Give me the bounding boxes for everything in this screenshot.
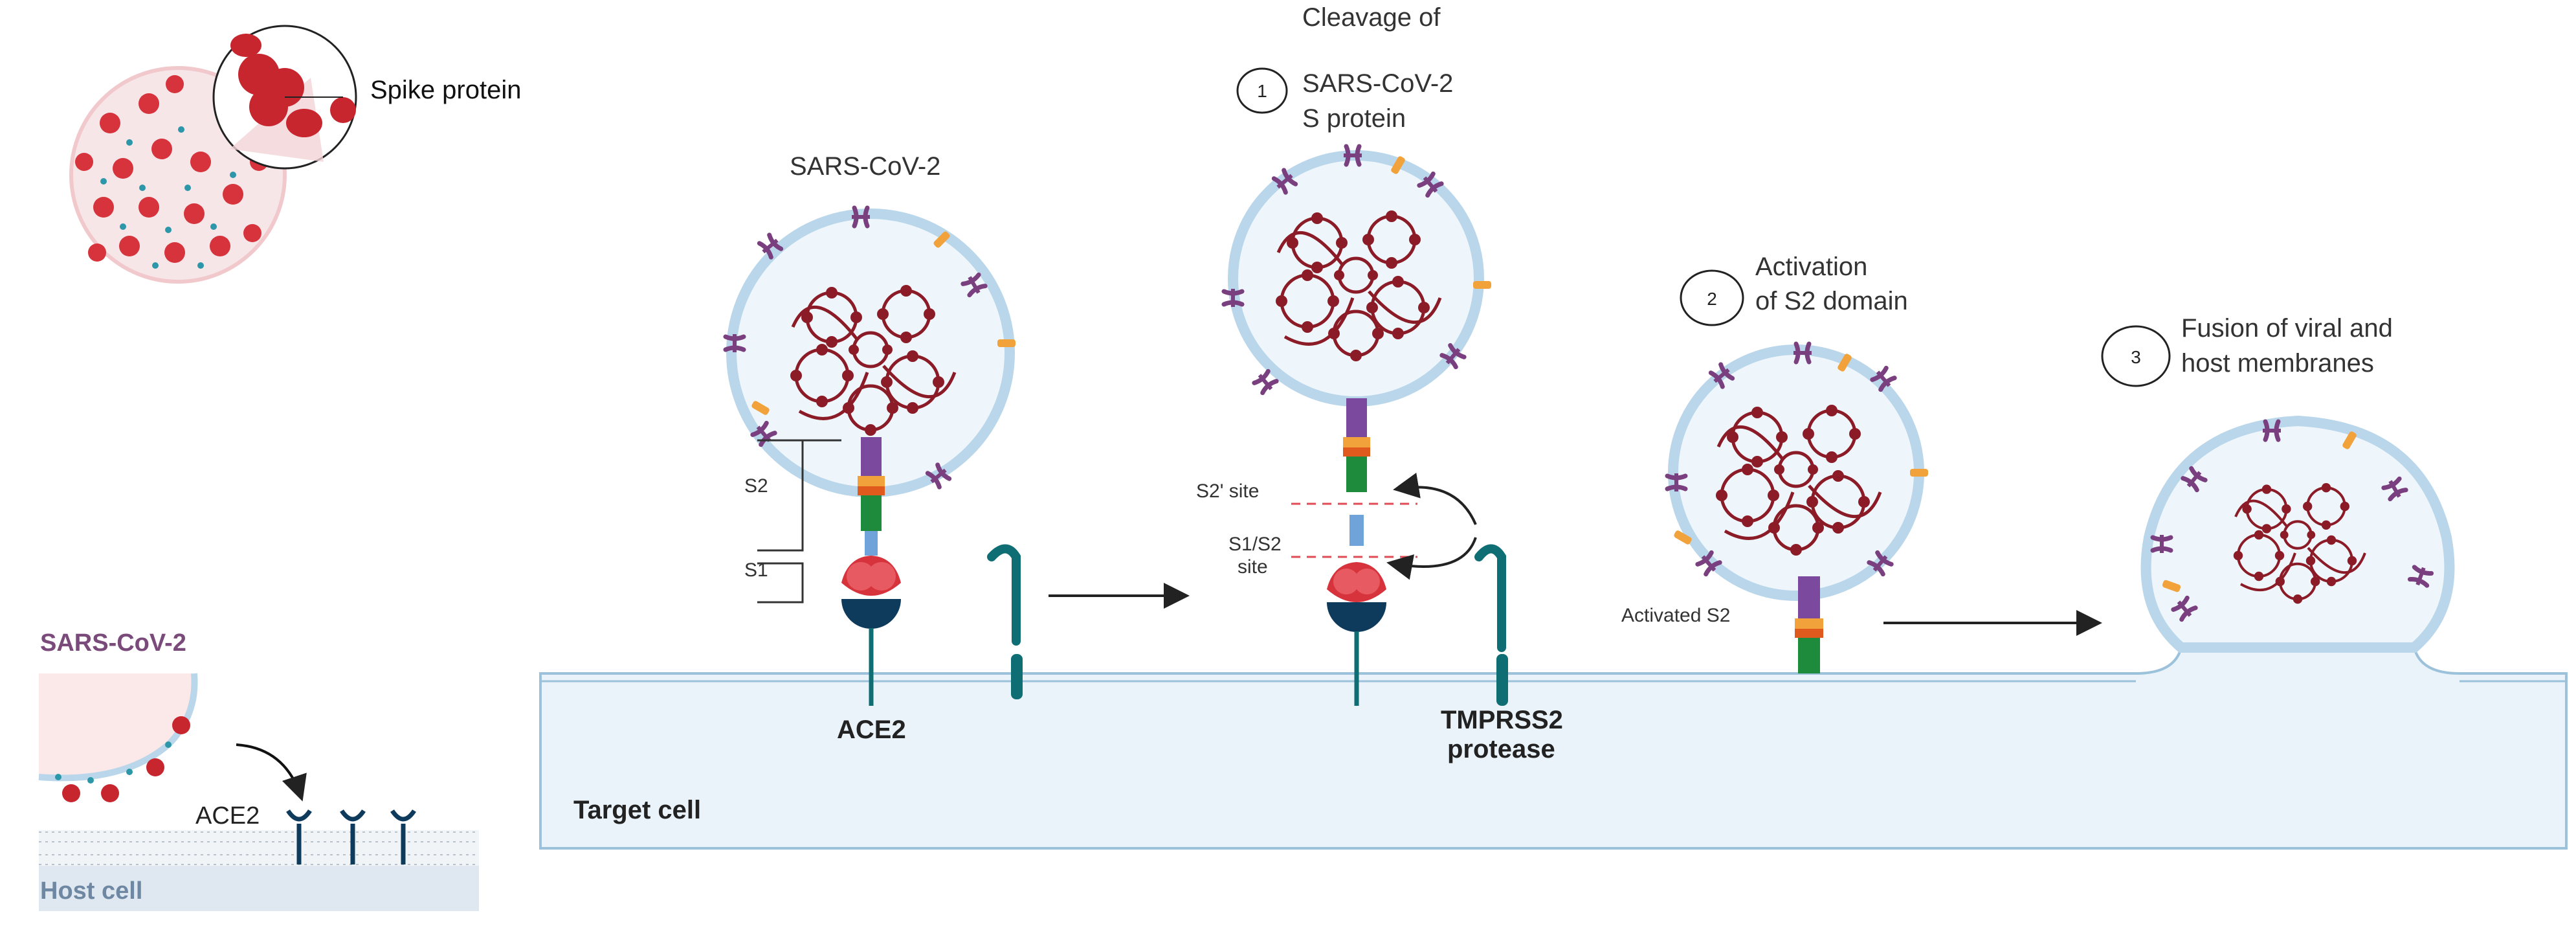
tmprss2-protease-1 — [987, 544, 1023, 699]
step-1-cleavage: 1 Cleavage of SARS-CoV-2 S protein S2' s… — [1196, 3, 1563, 763]
step-2-line-2: of S2 domain — [1755, 287, 1908, 315]
inset-ace2-label: ACE2 — [195, 802, 260, 830]
host-cell-label: Host cell — [40, 877, 142, 905]
virion-label: SARS-CoV-2 — [790, 152, 940, 181]
target-cell: Target cell — [539, 581, 2568, 850]
step-3-badge — [2101, 325, 2171, 387]
step-3-line-2: host membranes — [2181, 349, 2374, 378]
target-cell-label: Target cell — [573, 796, 701, 824]
tmprss2-label-line-1: TMPRSS2 — [1441, 706, 1563, 734]
step-2-line-1: Activation — [1755, 253, 1867, 281]
step-1-line-2: SARS-CoV-2 — [1302, 69, 1453, 98]
step-1-number: 1 — [1257, 81, 1267, 101]
tmprss2-label-line-2: protease — [1447, 735, 1555, 763]
step-1-line-1: Cleavage of — [1302, 3, 1441, 32]
inset-virion: Spike protein — [69, 25, 521, 284]
inset-virus-label: SARS-CoV-2 — [40, 629, 186, 657]
ace2-label: ACE2 — [837, 716, 906, 744]
activated-s2-label: Activated S2 — [1621, 605, 1730, 626]
step-3-fusion: 3 Fusion of viral and host membranes — [2101, 314, 2455, 653]
step-2-badge — [1680, 269, 1744, 326]
step-3-line-1: Fusion of viral and — [2181, 314, 2393, 343]
s1-label: S1 — [744, 559, 768, 581]
inset-host-binding: SARS-CoV-2 Host cell ACE2 — [38, 629, 479, 911]
s1s2-site-line-1: S1/S2 — [1228, 534, 1282, 555]
virion-binding: SARS-CoV-2 ACE2 S2 S1 — [726, 152, 1016, 744]
step-2-activation: 2 Activation of S2 domain Activated S2 — [1621, 253, 1928, 673]
s1s2-site-line-2: site — [1238, 556, 1268, 578]
s2prime-site-label: S2' site — [1196, 480, 1259, 502]
s2-label: S2 — [744, 475, 768, 497]
spike-protein-label: Spike protein — [370, 76, 521, 104]
inset-arrow — [236, 743, 307, 802]
step-3-number: 3 — [2131, 347, 2141, 367]
step-2-number: 2 — [1707, 289, 1717, 309]
step-1-line-3: S protein — [1302, 104, 1406, 133]
step-1-badge — [1236, 67, 1288, 114]
